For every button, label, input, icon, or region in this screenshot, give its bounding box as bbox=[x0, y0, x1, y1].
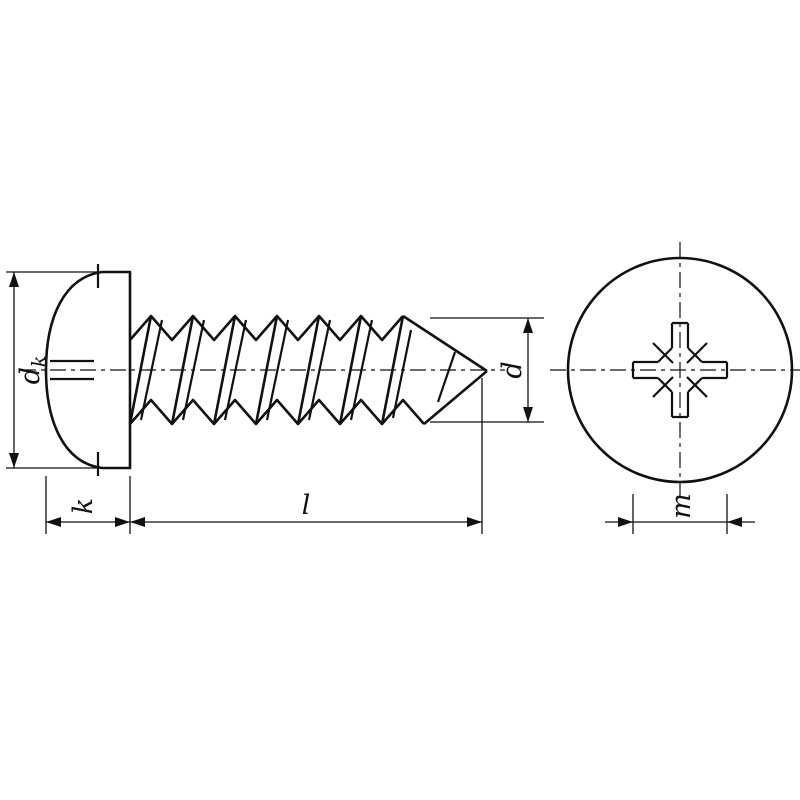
dimension-thread-diameter: d bbox=[430, 317, 544, 423]
screw-tip bbox=[402, 314, 488, 425]
dimension-length: l bbox=[130, 378, 483, 534]
screw-head bbox=[44, 270, 132, 470]
head-circle bbox=[566, 256, 794, 484]
arrowhead-right bbox=[467, 517, 482, 527]
arrowhead-left bbox=[46, 517, 61, 527]
arrowhead-up bbox=[9, 272, 19, 287]
label-head-height: k bbox=[68, 498, 99, 514]
phillips-recess-flank-lines bbox=[652, 342, 708, 398]
arrowhead-right bbox=[115, 517, 130, 527]
label-recess-width: m bbox=[666, 493, 697, 519]
thread-top-edge bbox=[129, 314, 404, 342]
arrowhead-up bbox=[523, 318, 533, 333]
screw-tip-thread-line bbox=[436, 351, 457, 403]
thread-flank-lines bbox=[128, 315, 405, 425]
side-view bbox=[20, 264, 505, 476]
label-head-diameter: dk bbox=[15, 356, 50, 385]
thread-bottom-edge bbox=[129, 398, 425, 426]
extension-lines bbox=[430, 317, 544, 423]
thread-flank-lines-secondary bbox=[139, 319, 413, 421]
label-length: l bbox=[302, 490, 311, 521]
dimension-head-diameter: dk bbox=[6, 271, 98, 469]
arrowhead-down bbox=[523, 407, 533, 422]
arrowhead-down bbox=[9, 453, 19, 468]
arrowhead-left bbox=[618, 517, 633, 527]
extension-lines bbox=[6, 271, 98, 469]
label-thread-diameter: d bbox=[497, 361, 528, 378]
front-view bbox=[550, 242, 800, 498]
dimension-head-height: k bbox=[45, 476, 131, 534]
dimension-recess-width: m bbox=[605, 493, 755, 534]
phillips-recess-slots bbox=[631, 321, 729, 419]
arrowhead-right bbox=[727, 517, 742, 527]
arrowhead-left bbox=[130, 517, 145, 527]
extension-lines bbox=[632, 494, 728, 534]
head-recess-side-lines bbox=[50, 359, 94, 381]
